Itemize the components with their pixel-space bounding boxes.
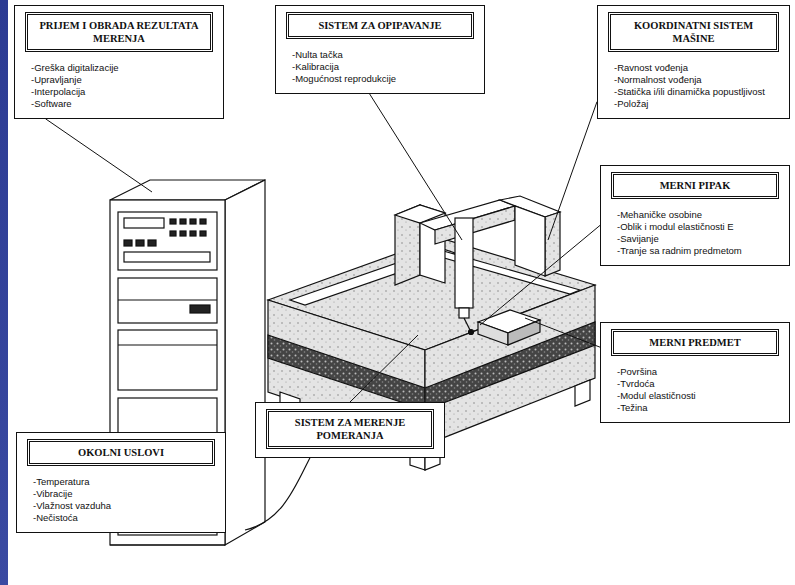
factor-item: -Nečistoća <box>25 512 217 524</box>
factor-box: KOORDINATNI SISTEM MAŠINE -Ravnost vođenj… <box>597 5 790 119</box>
box-heading: MERNI PIPAK <box>611 172 779 199</box>
factor-item: -Savijanje <box>609 233 781 245</box>
box-heading: KOORDINATNI SISTEM MAŠINE <box>608 12 779 52</box>
factor-item: -Temperatura <box>25 476 217 488</box>
leader-line <box>480 225 600 325</box>
leader-line <box>46 119 153 192</box>
factor-item: -Položaj <box>606 98 781 110</box>
factor-box: SISTEM ZA MERENJE POMERANJA <box>255 402 445 458</box>
leader-line <box>548 102 597 240</box>
factor-item: -Težina <box>609 402 781 414</box>
probe-quill <box>455 218 474 335</box>
factor-item: -Mogućnost reprodukcije <box>284 73 476 85</box>
factor-box: PRIJEM I OBRADA REZULTATA MERENJA -Greška… <box>14 5 224 119</box>
factor-item: -Modul elastičnosti <box>609 390 781 402</box>
factor-item: -Ravnost vođenja <box>606 62 781 74</box>
leader-line <box>370 94 463 240</box>
factor-box: SISTEM ZA OPIPAVANJE -Nulta tačka-Kalibra… <box>275 5 485 94</box>
leader-line <box>350 335 418 402</box>
factor-item: -Vibracije <box>25 488 217 500</box>
factor-item: -Normalnost vođenja <box>606 74 781 86</box>
factor-item: -Površina <box>609 366 781 378</box>
factor-item: -Greška digitalizacije <box>23 62 215 74</box>
factor-box: OKOLNI USLOVI -Temperatura-Vibracije-Vlaž… <box>16 432 226 533</box>
factor-item: -Oblik i modul elastičnosti E <box>609 221 781 233</box>
factor-item: -Statička i/ili dinamička popustljivost <box>606 86 781 98</box>
box-heading: SISTEM ZA OPIPAVANJE <box>286 12 474 39</box>
workpiece <box>478 310 540 345</box>
box-heading: PRIJEM I OBRADA REZULTATA MERENJA <box>25 12 213 52</box>
box-heading: OKOLNI USLOVI <box>27 439 215 466</box>
factor-item: -Tranje sa radnim predmetom <box>609 245 781 257</box>
factor-item: -Upravljanje <box>23 74 215 86</box>
factor-item: -Mehaničke osobine <box>609 209 781 221</box>
factor-box: MERNI PREDMET -Površina-Tvrdoća-Modul ela… <box>600 322 790 423</box>
gantry <box>395 196 560 285</box>
factor-item: -Kalibracija <box>284 61 476 73</box>
factor-box: MERNI PIPAK -Mehaničke osobine-Oblik i mo… <box>600 165 790 266</box>
factor-item: -Nulta tačka <box>284 49 476 61</box>
factor-item: -Software <box>23 98 215 110</box>
box-heading: MERNI PREDMET <box>611 329 779 356</box>
factor-item: -Tvrdoća <box>609 378 781 390</box>
box-heading: SISTEM ZA MERENJE POMERANJA <box>266 409 434 449</box>
factor-item: -Interpolacija <box>23 86 215 98</box>
leader-line <box>525 318 600 347</box>
factor-item: -Vlažnost vazduha <box>25 500 217 512</box>
